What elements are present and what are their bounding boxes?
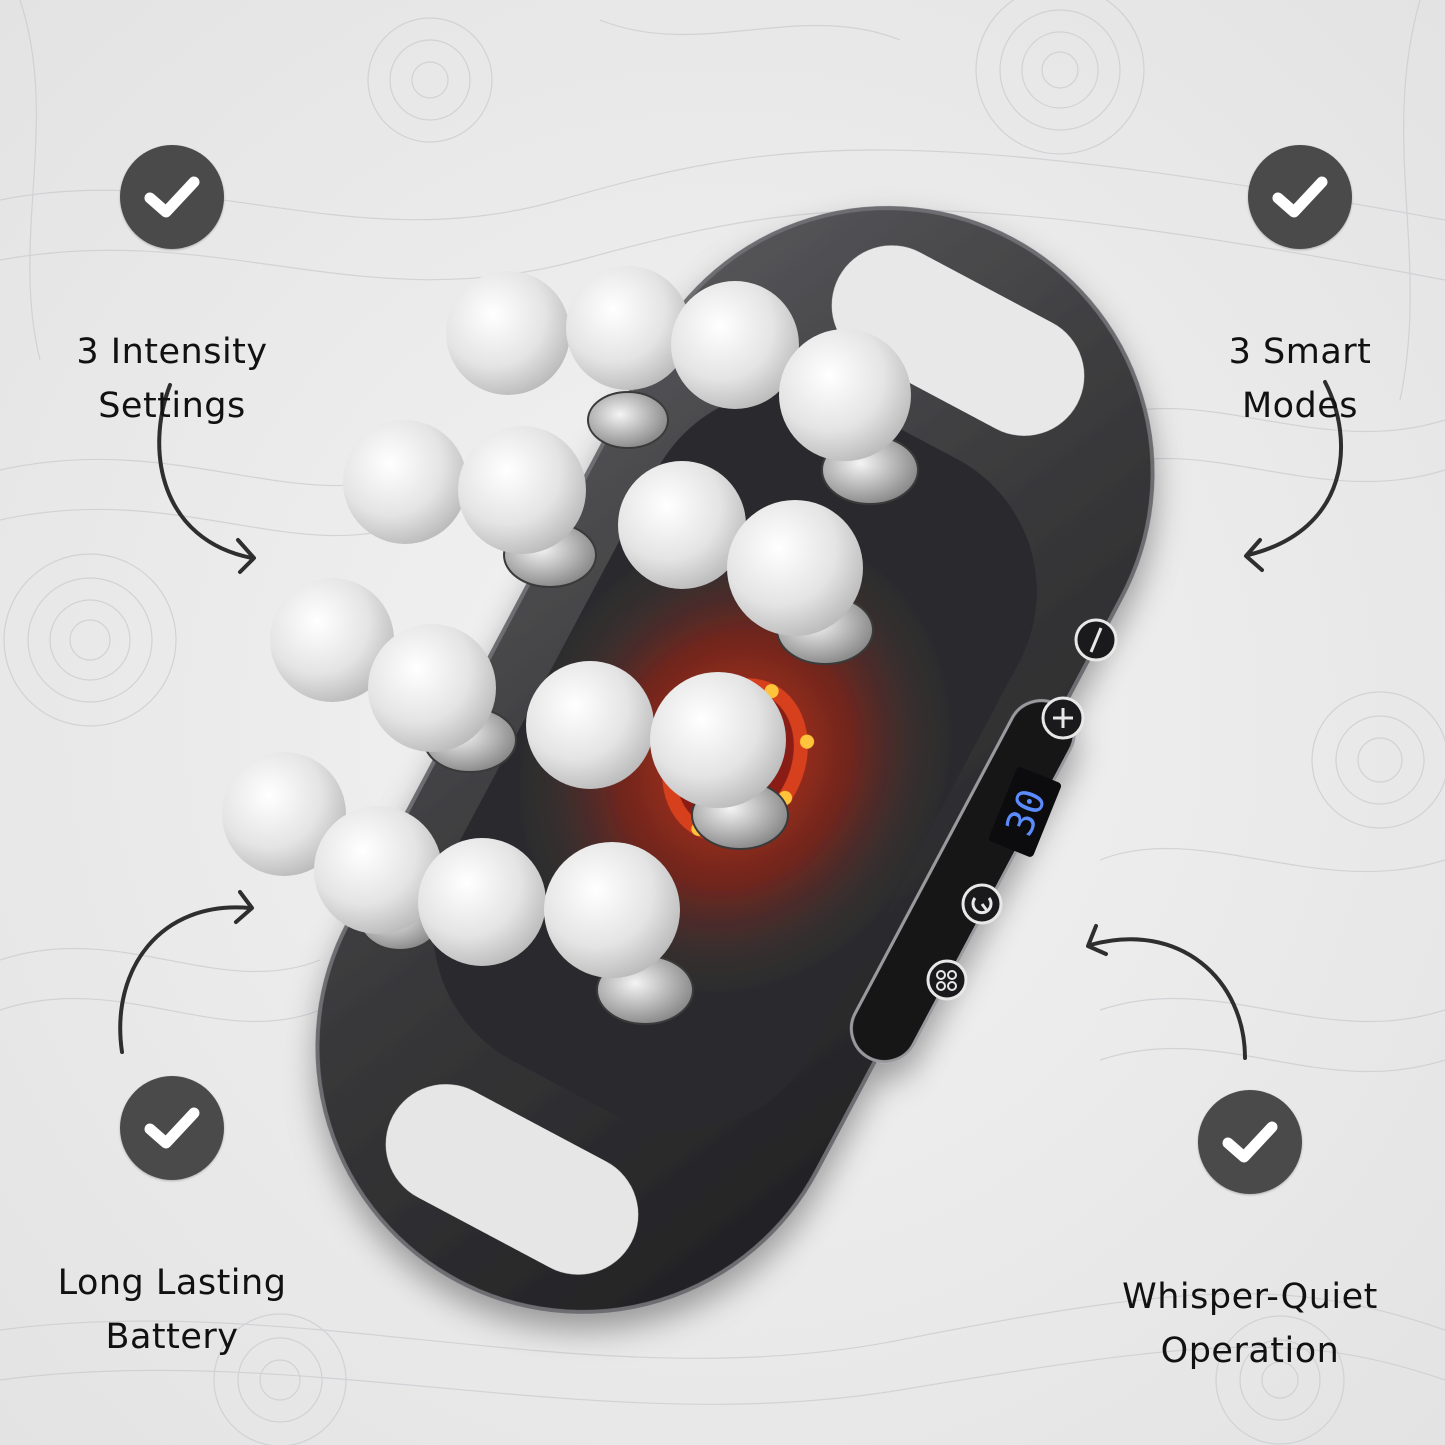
arrow-battery xyxy=(118,890,254,1054)
check-badge xyxy=(120,145,224,249)
check-badge xyxy=(1198,1090,1302,1194)
check-icon xyxy=(144,1107,200,1149)
arrow-modes xyxy=(1244,380,1343,572)
check-badge xyxy=(120,1076,224,1180)
arrow-quiet xyxy=(1086,924,1247,1060)
control-panel xyxy=(926,618,1118,1001)
check-icon xyxy=(1222,1121,1278,1163)
arrow-intensity xyxy=(157,383,256,574)
check-badge xyxy=(1248,145,1352,249)
check-icon xyxy=(144,176,200,218)
check-icon xyxy=(1272,176,1328,218)
massage-nodes xyxy=(222,266,919,1025)
